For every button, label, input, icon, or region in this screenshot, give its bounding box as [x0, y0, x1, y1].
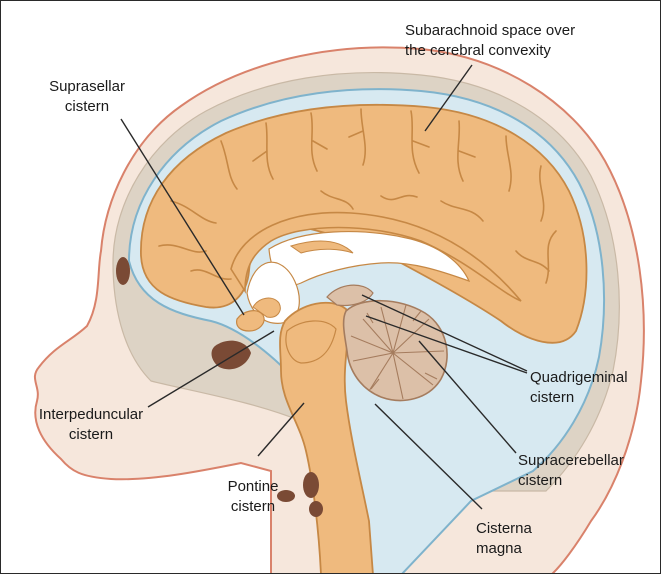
label-subarachnoid-space: Subarachnoid space over the cerebral con… [405, 21, 575, 61]
label-cisterna-magna: Cisterna magna [476, 519, 532, 559]
label-quadrigeminal-cistern: Quadrigeminal cistern [530, 368, 628, 408]
label-supracerebellar-cistern: Supracerebellar cistern [518, 451, 624, 491]
label-suprasellar-cistern: Suprasellar cistern [25, 77, 149, 117]
label-pontine-cistern: Pontine cistern [213, 477, 293, 517]
label-interpeduncular-cistern: Interpeduncular cistern [21, 405, 161, 445]
